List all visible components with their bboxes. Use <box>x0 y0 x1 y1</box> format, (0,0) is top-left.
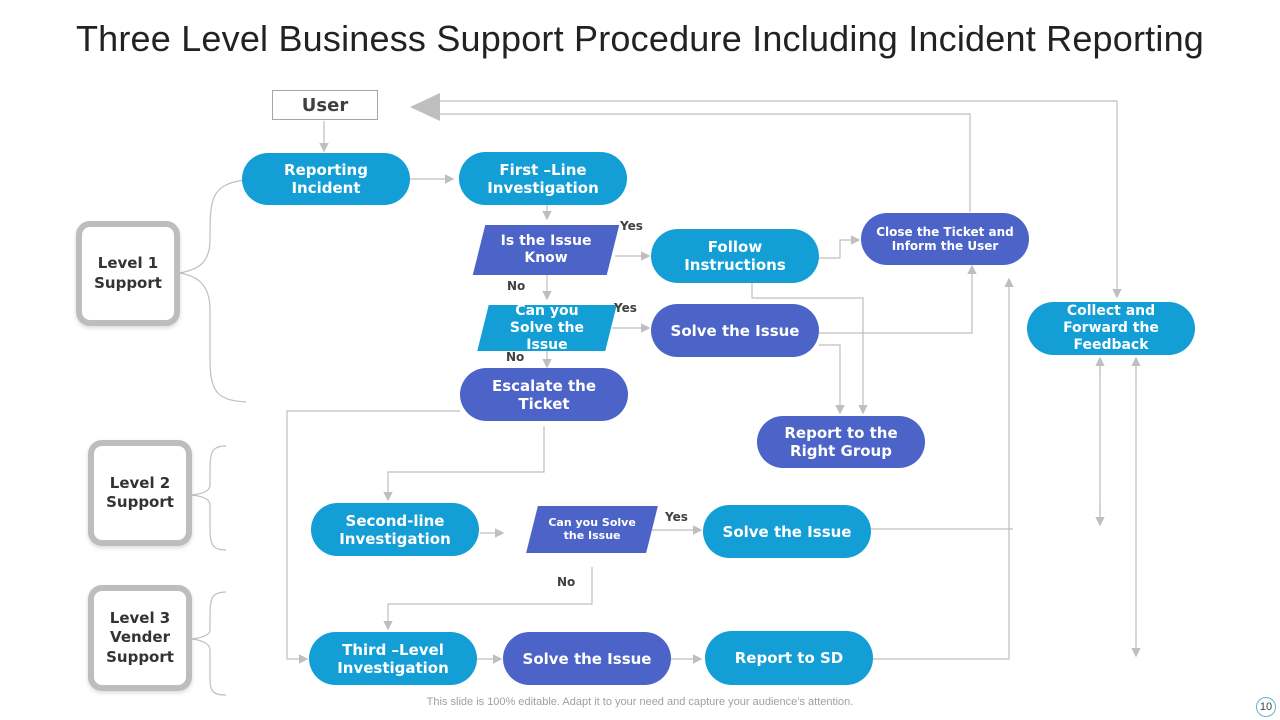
reporting-incident-node: Reporting Incident <box>242 153 410 205</box>
level-3-vender-support: Level 3 Vender Support <box>88 585 192 691</box>
report-right-group-node: Report to the Right Group <box>757 416 925 468</box>
can-solve-issue-decision-1: Can you Solve the Issue <box>477 302 617 353</box>
yes-label-3: Yes <box>665 510 688 524</box>
no-label-1: No <box>507 279 526 293</box>
solve-issue-node-1: Solve the Issue <box>651 304 819 357</box>
user-box: User <box>272 90 378 120</box>
no-label-2: No <box>506 350 525 364</box>
can-solve-issue-decision-2: Can you Solve the Issue <box>526 506 658 553</box>
level-1-support: Level 1 Support <box>76 221 180 326</box>
no-label-3: No <box>557 575 576 589</box>
escalate-ticket-node: Escalate the Ticket <box>460 368 628 421</box>
solve-to-close <box>819 264 977 334</box>
slide-title: Three Level Business Support Procedure I… <box>75 18 1205 59</box>
level3-brace <box>191 591 227 696</box>
level-2-support: Level 2 Support <box>88 440 192 546</box>
report-to-sd-node: Report to SD <box>705 631 873 685</box>
return-arrow-head <box>410 93 440 121</box>
second-line-investigation-node: Second-line Investigation <box>311 503 479 556</box>
can-solve-issue-label-2: Can you Solve the Issue <box>548 516 636 543</box>
close-ticket-node: Close the Ticket and Inform the User <box>861 213 1029 265</box>
level1-brace <box>179 179 247 403</box>
solve-issue-node-2: Solve the Issue <box>703 505 871 558</box>
is-issue-known-label: Is the Issue Know <box>500 233 592 266</box>
can-solve-issue-label-1: Can you Solve the Issue <box>509 302 585 353</box>
collect-feedback-node: Collect and Forward the Feedback <box>1027 302 1195 355</box>
reportsd-to-bus <box>873 277 1014 660</box>
yes-label-1: Yes <box>620 219 643 233</box>
follow-to-close <box>819 235 861 259</box>
solve-issue-node-3: Solve the Issue <box>503 632 671 685</box>
follow-instructions-node: Follow Instructions <box>651 229 819 283</box>
footer-note: This slide is 100% editable. Adapt it to… <box>426 696 854 708</box>
third-level-investigation-node: Third –Level Investigation <box>309 632 477 685</box>
level2-brace <box>191 445 227 551</box>
solve-to-reportgroup <box>819 344 845 415</box>
is-issue-known-decision: Is the Issue Know <box>472 225 620 275</box>
first-line-investigation-node: First –Line Investigation <box>459 152 627 205</box>
yes-label-2: Yes <box>614 301 637 315</box>
page-number: 10 <box>1256 697 1276 717</box>
escalate-to-secondline <box>383 426 545 502</box>
